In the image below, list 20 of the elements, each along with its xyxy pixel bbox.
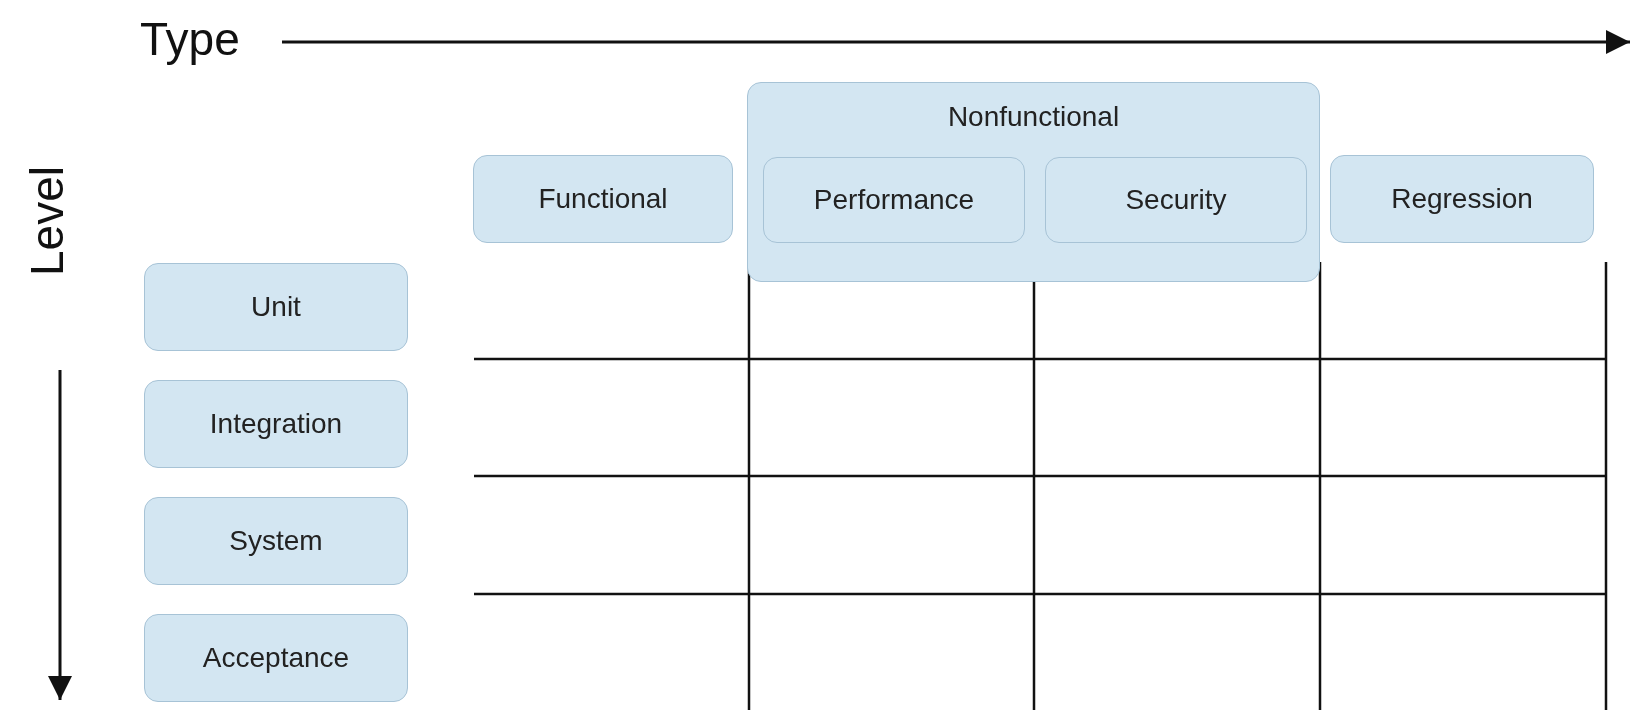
category-label: Performance (812, 184, 976, 216)
category-box (1045, 157, 1307, 243)
category-label: System (228, 525, 324, 557)
category-box (763, 157, 1025, 243)
category-box (144, 497, 408, 585)
group-box (747, 82, 1320, 282)
category-label: Unit (250, 291, 302, 323)
category-label: Integration (208, 408, 344, 440)
axis-label: Level (20, 166, 74, 276)
category-label: Security (1124, 184, 1228, 216)
group-title: Nonfunctional (946, 101, 1121, 133)
category-label: Regression (1390, 183, 1534, 215)
category-box (144, 614, 408, 702)
category-box (144, 380, 408, 468)
category-label: Acceptance (201, 642, 351, 674)
category-box (473, 155, 733, 243)
category-box (1330, 155, 1594, 243)
category-label: Functional (537, 183, 669, 215)
category-box (144, 263, 408, 351)
axis-label: Type (140, 12, 240, 66)
